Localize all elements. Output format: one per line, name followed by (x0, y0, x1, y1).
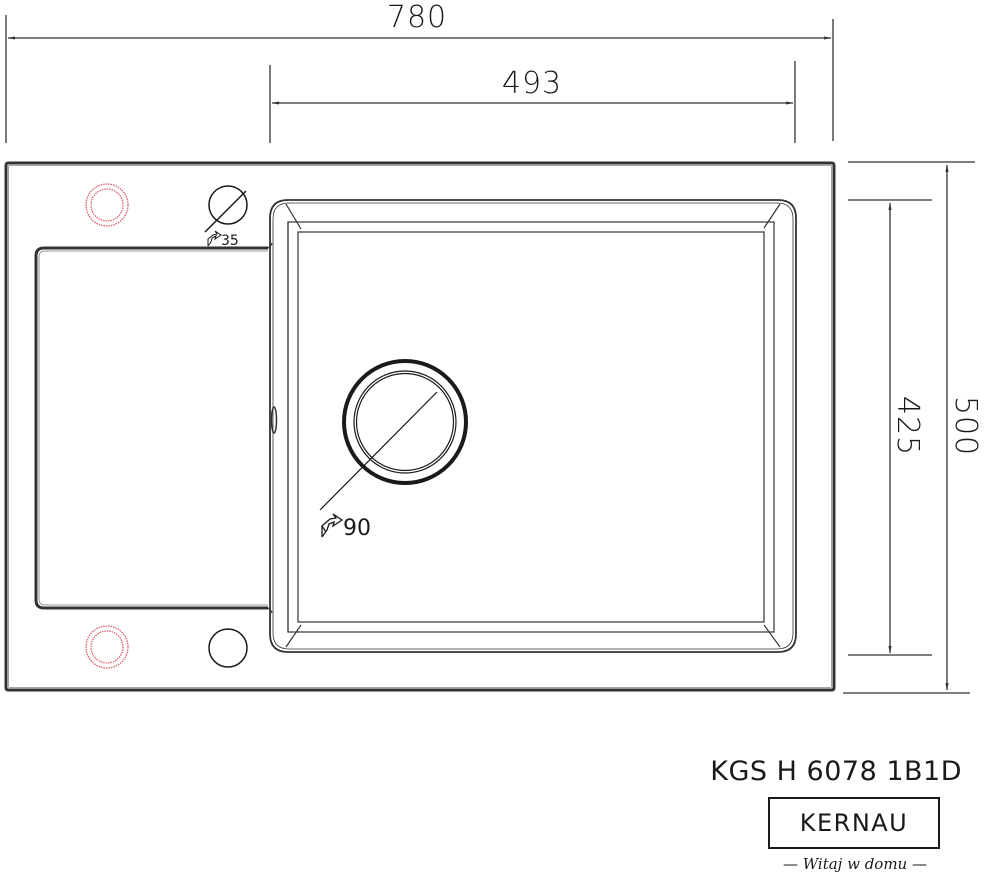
drain-diameter-label: 90 (321, 513, 371, 541)
dimension-493-label: 493 (502, 66, 562, 101)
svg-text:35: 35 (221, 233, 239, 249)
dimension-500 (843, 161, 975, 694)
overflow-slot (270, 406, 278, 434)
brand-name: KERNAU (799, 809, 909, 837)
dimension-500-label: 500 (948, 396, 983, 456)
optional-hole-top (85, 183, 129, 227)
model-number: KGS H 6078 1B1D (710, 756, 962, 787)
tap-hole-diameter-label: 35 (207, 230, 239, 249)
brand-tagline: — Witaj w domu — (782, 855, 927, 873)
diameter-icon (207, 230, 222, 247)
optional-hole-bottom (85, 625, 129, 669)
drainboard (34, 246, 268, 610)
dimension-493 (269, 61, 796, 143)
brand-logo: KERNAU (768, 797, 940, 849)
dimension-425 (848, 199, 932, 656)
sink-outline (4, 161, 836, 692)
svg-text:90: 90 (343, 516, 371, 541)
dimension-780 (5, 15, 834, 143)
dimension-780-label: 780 (387, 0, 447, 35)
drain-hole (319, 359, 468, 511)
tap-hole (204, 185, 248, 233)
bowl (267, 199, 797, 653)
dimension-425-label: 425 (890, 396, 925, 456)
diameter-icon (321, 513, 344, 538)
accessory-hole (208, 628, 248, 668)
